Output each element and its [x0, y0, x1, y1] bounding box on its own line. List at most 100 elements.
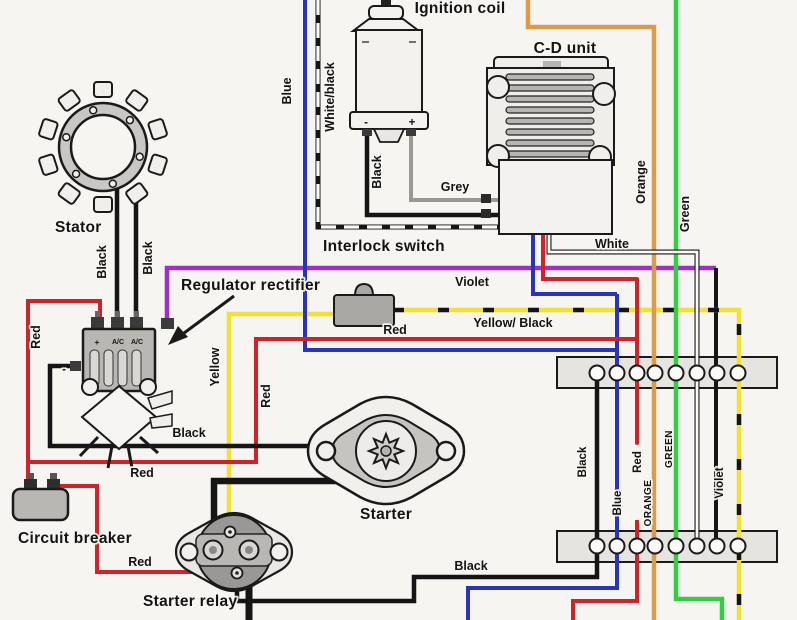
wire-yellow — [226, 311, 335, 545]
interlock-switch-label: Interlock switch — [323, 238, 445, 255]
reg-ear — [81, 378, 99, 396]
relay-screw-bottom-dot — [235, 571, 239, 575]
wire-red-lower — [571, 520, 639, 620]
wire-coil-black — [364, 132, 506, 218]
wire-blue-top — [303, 0, 617, 352]
ignition-coil-component: - + — [349, 0, 429, 143]
wire-blue-main — [466, 294, 619, 620]
red-mid-wire-label: Red — [383, 323, 407, 337]
coil-minus-label: - — [364, 117, 368, 129]
harness-blue-label: Blue — [612, 491, 624, 516]
reg-terminal-plus — [91, 317, 104, 329]
stator-teeth — [38, 81, 168, 213]
stator-black-left-label: Black — [95, 245, 109, 278]
stator-bolt — [135, 152, 144, 162]
regulator-arrowhead — [168, 326, 188, 345]
blue-wire-label: Blue — [280, 77, 294, 104]
starter-relay-label: Starter relay — [143, 593, 237, 610]
reg-ac2-label: A/C — [131, 339, 143, 346]
relay-screw-top-dot — [228, 530, 232, 534]
harness-green-label: GREEN — [664, 430, 675, 468]
reg-stud — [115, 311, 120, 317]
reg-slot — [117, 349, 128, 387]
yellow-black-wire-label: Yellow/ Black — [473, 316, 552, 330]
relay-ear — [179, 542, 199, 562]
wire-white — [547, 234, 699, 546]
harness-orange-label: ORANGE — [643, 480, 654, 527]
reg-diamond — [80, 384, 158, 451]
upper-strip-terminals — [588, 364, 747, 382]
cd-unit-component — [481, 56, 616, 235]
starter-relay-component — [174, 511, 294, 593]
terminal — [646, 364, 664, 382]
lower-strip-terminals — [588, 537, 747, 555]
terminal — [667, 364, 685, 382]
green-wire-label: Green — [678, 196, 692, 232]
reg-legs — [78, 435, 159, 469]
cd-unit-label: C-D unit — [534, 40, 597, 57]
red-left-wire-label: Red — [29, 325, 43, 349]
coil-boss — [372, 128, 406, 143]
reg-stud — [95, 311, 100, 317]
cd-lower-block — [498, 159, 613, 235]
terminal — [608, 537, 626, 555]
starter-shaft — [380, 445, 392, 457]
cb-stud — [50, 473, 57, 480]
circuit-breaker-component — [11, 473, 70, 522]
terminal — [667, 537, 685, 555]
stator-component — [38, 81, 168, 213]
red-riser-wire-label: Red — [259, 384, 273, 408]
stator-bolt — [88, 106, 98, 115]
coil-terminal-pos — [406, 129, 416, 136]
stator-black-right-label: Black — [141, 241, 155, 274]
stator-bolt — [62, 132, 71, 142]
circuit-breaker-label: Circuit breaker — [18, 530, 132, 547]
cd-tab — [481, 209, 491, 218]
wire-grey — [409, 132, 504, 202]
relay-ear — [269, 542, 289, 562]
reg-tab — [147, 390, 173, 410]
reg-ac1-label: A/C — [112, 339, 124, 346]
white-black-wire-label: White/black — [323, 62, 337, 132]
stator-label: Stator — [55, 219, 102, 236]
harness-black-label: Black — [577, 446, 589, 477]
reg-slot — [103, 349, 114, 387]
starter-ear — [435, 440, 457, 462]
cd-notch — [543, 61, 561, 67]
terminal — [688, 364, 706, 382]
black-ground-wire-label: Black — [172, 426, 205, 440]
relay-terminal-a-center — [209, 546, 217, 554]
orange-wire-label: Orange — [634, 160, 648, 204]
regulator-rectifier-component: + A/C A/C - — [60, 311, 174, 469]
reg-plus-label: + — [95, 337, 100, 347]
terminal — [646, 537, 664, 555]
reg-stud — [134, 311, 139, 317]
cb-body — [11, 487, 70, 522]
terminal — [608, 364, 626, 382]
terminal — [628, 537, 646, 555]
harness-red-label: Red — [632, 451, 644, 473]
terminal — [729, 364, 747, 382]
cb-terminal — [47, 479, 60, 490]
fuse-holder-component — [333, 282, 395, 327]
reg-terminal-violet — [161, 318, 174, 329]
stator-bolt — [71, 169, 81, 179]
cd-fins — [505, 73, 595, 158]
terminal — [729, 537, 747, 555]
cd-tab — [481, 194, 491, 203]
fuse-body — [333, 294, 395, 327]
coil-black-wire-label: Black — [370, 155, 384, 188]
yellow-wire-label: Yellow — [208, 347, 222, 386]
terminal — [628, 364, 646, 382]
grey-wire-label: Grey — [441, 180, 470, 194]
violet-wire-label: Violet — [455, 275, 490, 289]
regulator-rectifier-label: Regulator rectifier — [181, 277, 320, 294]
white-wire-label: White — [595, 237, 629, 251]
reg-ear — [139, 378, 157, 396]
wire-white-black-dashes — [316, 0, 506, 229]
terminal — [708, 364, 726, 382]
harness-violet-label: Violet — [714, 467, 726, 498]
cd-ear — [486, 75, 510, 99]
wire-green — [673, 0, 725, 620]
